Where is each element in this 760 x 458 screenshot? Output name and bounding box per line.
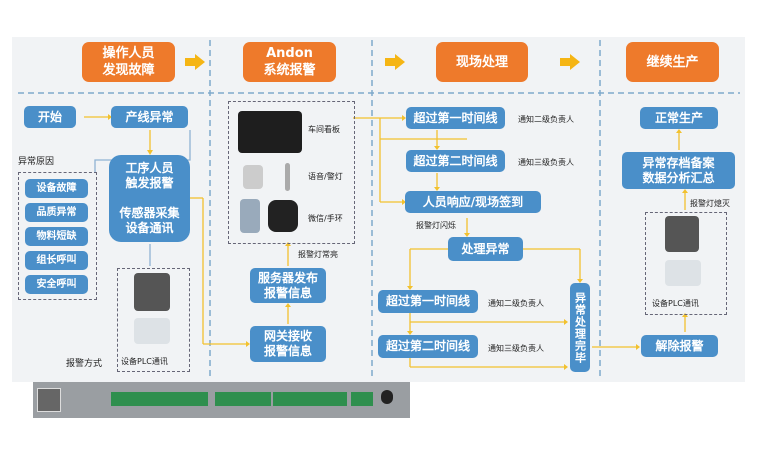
notify-level3-label: 通知三级负责人 (518, 158, 574, 167)
release-alarm-node: 解除报警 (641, 335, 718, 357)
smartwatch-image (268, 200, 298, 232)
lamp-flash-label: 报警灯闪烁 (416, 221, 456, 230)
plc-module-image (134, 318, 170, 344)
device-label: 车间看板 (308, 125, 340, 134)
stage-andon-alarm: Andon 系统报警 (243, 42, 336, 82)
stage-onsite-handling: 现场处理 (436, 42, 528, 82)
handling-complete-node: 异常处理完毕 (570, 283, 590, 372)
alarm-button-box-image (134, 273, 170, 311)
speaker-image (243, 165, 263, 189)
reason-item: 品质异常 (25, 203, 88, 222)
notify-level3-label-2: 通知三级负责人 (488, 344, 544, 353)
reason-item: 组长呼叫 (25, 251, 88, 270)
lamp-on-label: 报警灯常亮 (298, 250, 338, 259)
reason-item: 设备故障 (25, 179, 88, 198)
reason-list (18, 172, 97, 300)
alarm-button-box-image (665, 216, 699, 252)
reason-item: 安全呼叫 (25, 275, 88, 294)
device-label: 语音/警灯 (308, 172, 343, 181)
server-publish-node: 服务器发布 报警信息 (250, 268, 326, 303)
notify-level2-label: 通知二级负责人 (518, 115, 574, 124)
stage-resume-production: 继续生产 (626, 42, 719, 82)
workshop-board-image (238, 111, 302, 153)
handle-abnormal-node: 处理异常 (448, 237, 523, 261)
plc-module-image (665, 260, 701, 286)
signal-tower-image (285, 163, 290, 191)
trigger-alarm-node: 工序人员 触发报警 传感器采集 设备通讯 (109, 155, 190, 242)
plc-device-box-2 (645, 212, 727, 315)
plc-label: 设备PLC通讯 (121, 357, 168, 366)
alarm-method-label: 报警方式 (66, 359, 103, 369)
notify-level2-label-2: 通知二级负责人 (488, 299, 544, 308)
phone-image (240, 199, 260, 233)
arrow-right-icon (560, 54, 580, 70)
device-label: 微信/手环 (308, 214, 343, 223)
arrow-right-icon (185, 54, 205, 70)
first-timeline-node-2: 超过第一时间线 (378, 290, 478, 313)
andon-devices-box (228, 101, 355, 244)
stage-operator-finds-fault: 操作人员 发现故障 (82, 42, 175, 82)
arrow-right-icon (385, 54, 405, 70)
respond-checkin-node: 人员响应/现场签到 (405, 191, 541, 213)
gateway-receive-node: 网关接收 报警信息 (250, 326, 326, 362)
lamp-off-label: 报警灯熄灭 (690, 199, 730, 208)
line-abnormal-node: 产线异常 (111, 106, 188, 128)
second-timeline-node: 超过第二时间线 (406, 150, 505, 172)
reason-label: 异常原因 (18, 157, 55, 167)
normal-production-node: 正常生产 (640, 107, 718, 129)
second-timeline-node-2: 超过第二时间线 (378, 335, 478, 358)
reason-item: 物料短缺 (25, 227, 88, 246)
plc-label-2: 设备PLC通讯 (652, 299, 699, 308)
plc-device-box (117, 268, 190, 372)
first-timeline-node: 超过第一时间线 (406, 107, 505, 129)
gateway-hardware-image (33, 382, 410, 418)
archive-analysis-node: 异常存档备案 数据分析汇总 (622, 152, 735, 189)
start-node: 开始 (24, 106, 76, 128)
